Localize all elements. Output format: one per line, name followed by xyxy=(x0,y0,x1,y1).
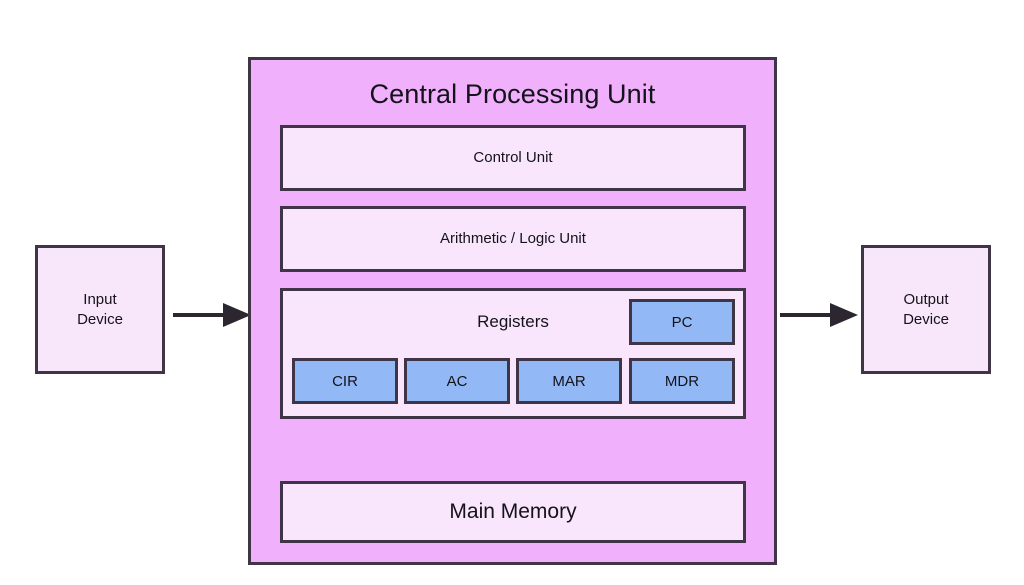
register-cir-label: CIR xyxy=(332,372,358,390)
alu-label: Arithmetic / Logic Unit xyxy=(440,230,586,248)
register-pc: PC xyxy=(629,299,735,345)
output-device-box: Output Device xyxy=(861,245,991,374)
input-device-box: Input Device xyxy=(35,245,165,374)
control-unit-box: Control Unit xyxy=(280,125,746,191)
register-ac-label: AC xyxy=(446,372,468,390)
register-mar-label: MAR xyxy=(552,372,586,390)
register-mdr: MDR xyxy=(629,358,735,404)
control-unit-label: Control Unit xyxy=(473,149,553,167)
alu-box: Arithmetic / Logic Unit xyxy=(280,206,746,272)
registers-panel: Registers PC CIR AC MAR MDR xyxy=(280,288,746,419)
cpu-title: Central Processing Unit xyxy=(369,79,656,109)
output-device-label: Output Device xyxy=(903,291,949,328)
cpu-container: Central Processing Unit Control Unit Ari… xyxy=(248,57,777,565)
registers-title: Registers xyxy=(477,312,549,331)
arrow-cpu-to-output xyxy=(780,300,858,330)
main-memory-label: Main Memory xyxy=(449,499,577,523)
register-pc-label: PC xyxy=(671,313,693,331)
arrow-input-to-cpu xyxy=(173,300,251,330)
register-ac: AC xyxy=(404,358,510,404)
main-memory-box: Main Memory xyxy=(280,481,746,543)
register-cir: CIR xyxy=(292,358,398,404)
register-mdr-label: MDR xyxy=(664,372,700,390)
input-device-label: Input Device xyxy=(77,291,123,328)
register-mar: MAR xyxy=(516,358,622,404)
